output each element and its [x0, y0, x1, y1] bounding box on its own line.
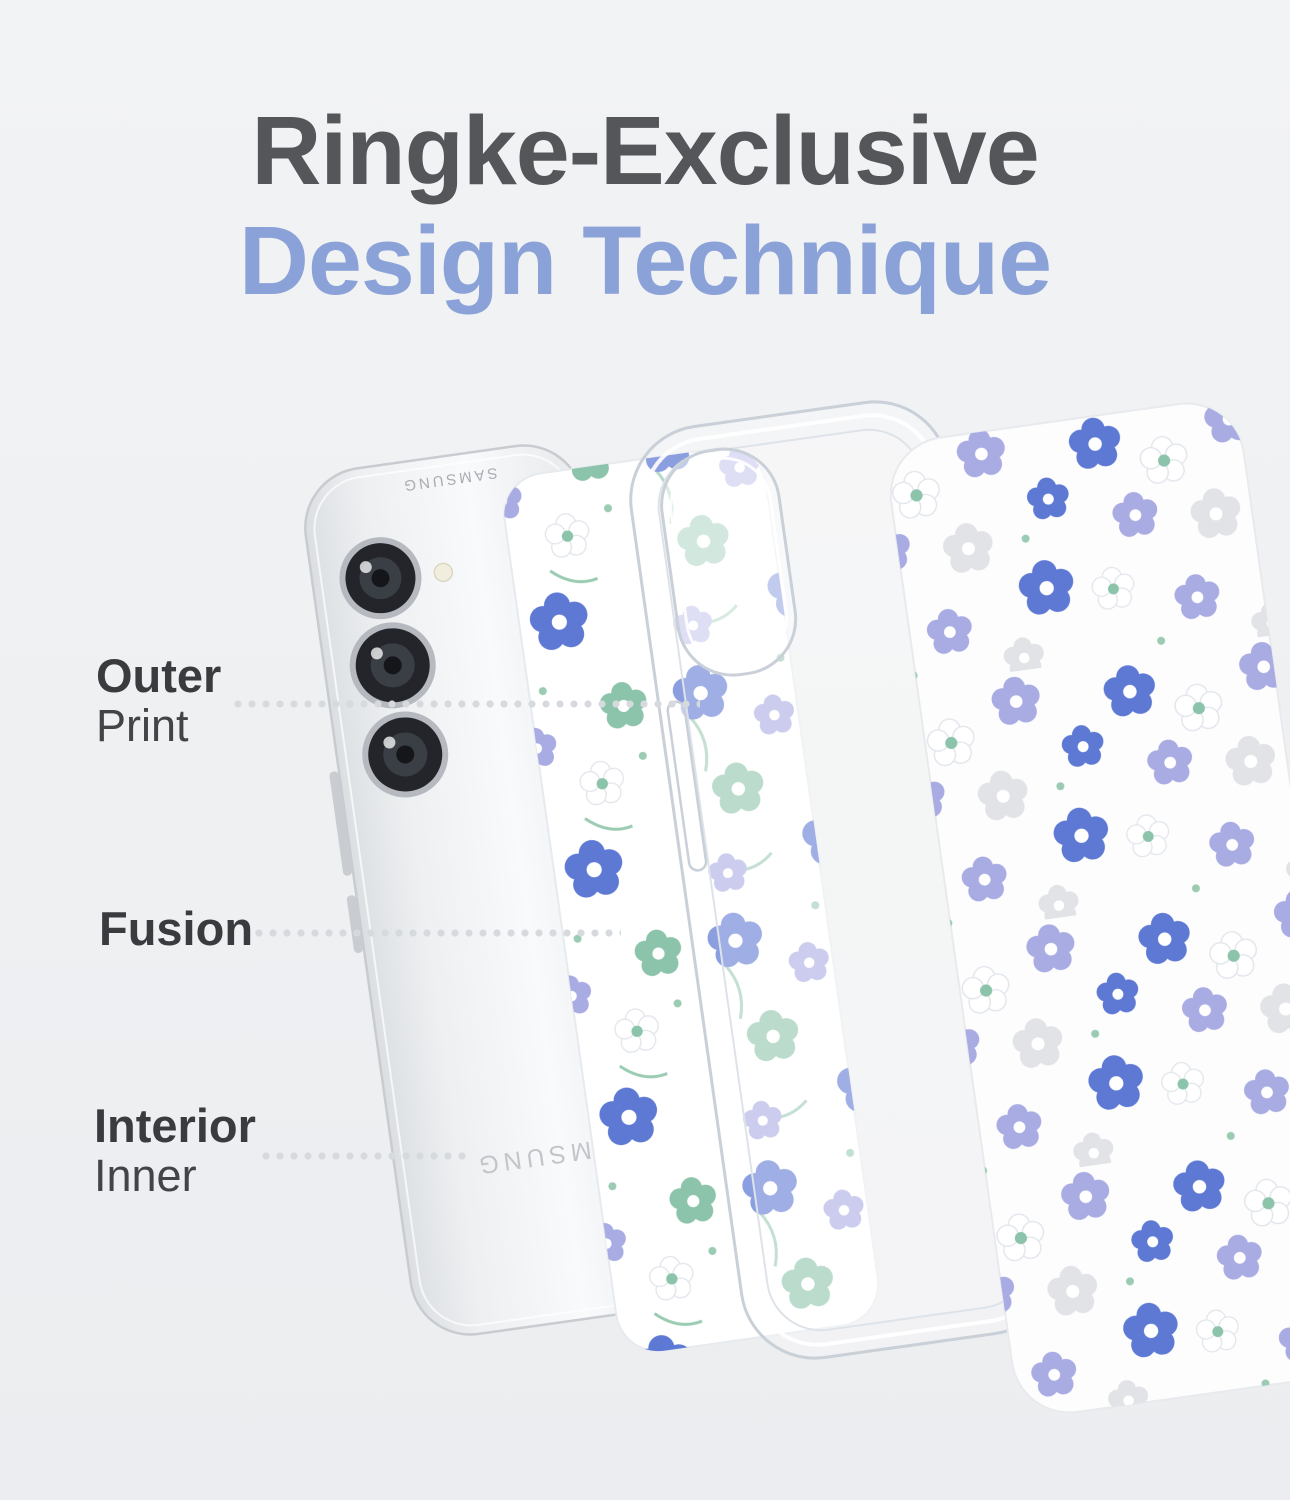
callout-interior-label: Interior [94, 1099, 256, 1152]
camera-flash [433, 562, 454, 583]
leader-line-interior-inner [262, 1152, 466, 1160]
title-line-1: Ringke-Exclusive [251, 96, 1039, 205]
power-button [346, 895, 363, 953]
exploded-view-illustration: SAMSUNG SAMSUNG [304, 400, 1290, 1414]
callout-outer-print: Outer Print [96, 649, 222, 751]
camera-lens-middle [349, 622, 436, 709]
callout-outer-label: Outer [96, 649, 222, 702]
volume-button [329, 771, 352, 876]
outer-print-layer [889, 402, 1290, 1414]
callout-outer-sublabel: Print [96, 699, 189, 751]
page-title: Ringke-Exclusive Design Technique [0, 96, 1290, 316]
callout-fusion: Fusion [99, 902, 254, 955]
callout-interior-inner: Interior Inner [94, 1099, 256, 1201]
camera-lens-bottom [362, 711, 449, 798]
inner-print-layer [503, 446, 880, 1353]
leader-line-fusion [255, 929, 621, 937]
case-camera-cutout [660, 447, 798, 677]
leader-line-outer-print [234, 700, 700, 708]
callout-fusion-label: Fusion [99, 902, 254, 955]
callout-interior-sublabel: Inner [94, 1149, 197, 1201]
camera-lens-top [339, 537, 422, 620]
title-line-2: Design Technique [238, 205, 1052, 315]
